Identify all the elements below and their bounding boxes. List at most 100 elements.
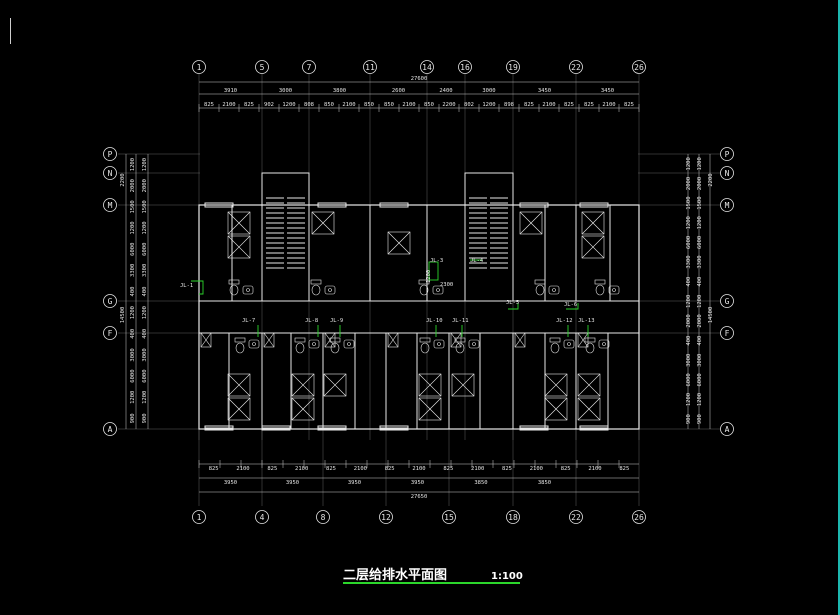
riser-tag: JL-12 (556, 318, 573, 324)
dimension-label: 825 (385, 466, 395, 472)
dimension-label: 2000 (697, 177, 703, 190)
basin (248, 339, 260, 349)
exterior-wall (198, 204, 640, 430)
axis-bubble-label: 22 (571, 63, 581, 72)
dimension-label: 3000 (142, 348, 148, 361)
axis-bubble-label: 19 (508, 63, 518, 72)
door-leaf (577, 332, 589, 348)
water-pipes (191, 259, 589, 337)
dimension-label: 1200 (282, 102, 295, 108)
dimension-label: 1500 (686, 196, 692, 209)
shower-tray-cross (577, 397, 601, 421)
stair-core-right (464, 172, 514, 302)
dimension-label: 2000 (142, 179, 148, 192)
riser-tag: JL-4 (470, 258, 484, 264)
shower-tray-cross (323, 373, 347, 397)
dimension-label: 808 (304, 102, 314, 108)
drawing-scale: 1:100 (491, 571, 523, 582)
axis-bubble-label: G (108, 297, 113, 306)
axis-bubble-label: N (725, 169, 730, 178)
axis-bubble-label: 15 (444, 513, 454, 522)
axis-bubble (103, 166, 117, 180)
dimension-label: 2100 (295, 466, 308, 472)
axis-bubble (255, 510, 269, 524)
dimension-label: 850 (424, 102, 434, 108)
basin-drain (567, 342, 571, 346)
cursor-crosshair-fragment (10, 18, 11, 44)
shower-tray-cross (451, 373, 475, 397)
axis-bubble-label: F (725, 329, 730, 338)
shower-tray (291, 373, 315, 397)
basin-drain (246, 288, 250, 292)
dimension-label: 3000 (130, 348, 136, 361)
riser-pipe-jl-5 (508, 303, 519, 310)
dimension-label: 2200 (442, 102, 455, 108)
axis-bubble-label: 1 (197, 63, 202, 72)
dimension-label: 3300 (686, 255, 692, 268)
axis-bubble (720, 198, 734, 212)
dimension-label: 2100 (542, 102, 555, 108)
axis-bubble-label: 22 (571, 513, 581, 522)
dimension-label: 400 (130, 287, 136, 297)
shower-tray (544, 397, 568, 421)
shower-tray (311, 211, 335, 235)
axis-bubble (442, 510, 456, 524)
dimension-label: 2100 (236, 466, 249, 472)
axis-bubble (420, 60, 434, 74)
basin-drain (612, 288, 616, 292)
dimension-label: 825 (619, 466, 629, 472)
axis-bubble-label: 16 (460, 63, 470, 72)
dimension-label: 3950 (224, 480, 237, 486)
dimension-label: 2400 (439, 88, 452, 94)
dimension-label: 3850 (474, 480, 487, 486)
dimension-label: 3450 (538, 88, 551, 94)
dimension-label: 2100 (471, 466, 484, 472)
axis-bubble-label: N (108, 169, 113, 178)
axis-bubble (569, 510, 583, 524)
building-walls (198, 172, 640, 431)
dimension-label: 900 (697, 414, 703, 424)
dimension-label: 6000 (142, 369, 148, 382)
dimension-label: 902 (264, 102, 274, 108)
basin (548, 285, 560, 295)
shower-tray (227, 211, 251, 235)
riser-tag: JL-10 (426, 318, 443, 324)
axis-bubble-label: 26 (634, 63, 644, 72)
shower-tray-cross (311, 211, 335, 235)
water-tank (428, 261, 439, 281)
shower-tray (418, 373, 442, 397)
door-swing (200, 332, 212, 348)
toilet-tank (228, 279, 240, 285)
dimension-label: 2000 (697, 314, 703, 327)
dimension-label: 802 (464, 102, 474, 108)
axis-bubble-label: A (725, 425, 730, 434)
drawing-title: 二层给排水平面图 (343, 567, 447, 583)
dimension-label: 2100 (602, 102, 615, 108)
dimension-label: 1200 (686, 295, 692, 308)
axis-bubble (720, 147, 734, 161)
door-swing (263, 332, 275, 348)
axis-bubble (192, 510, 206, 524)
shower-tray (291, 397, 315, 421)
shower-tray (519, 211, 543, 235)
riser-tag: JL-5 (506, 300, 519, 306)
axis-bubble-label: 5 (260, 63, 265, 72)
toilet (419, 284, 429, 296)
riser-pipe-jl-1 (191, 280, 204, 295)
shower-tray (581, 235, 605, 259)
riser-tag: JL-8 (305, 318, 318, 324)
shower-tray-cross (291, 373, 315, 397)
axis-bubble-label: 18 (508, 513, 518, 522)
dimension-label: 850 (384, 102, 394, 108)
shower-tray-cross (418, 397, 442, 421)
axis-bubble-label: P (108, 150, 113, 159)
toilet (535, 284, 545, 296)
dimension-label: 2000 (686, 314, 692, 327)
shower-tray-cross (519, 211, 543, 235)
axis-bubble (632, 510, 646, 524)
dimension-label: 825 (524, 102, 534, 108)
shower-tray (451, 373, 475, 397)
axis-bubble-label: 1 (197, 513, 202, 522)
dimension-label: 1200 (142, 221, 148, 234)
